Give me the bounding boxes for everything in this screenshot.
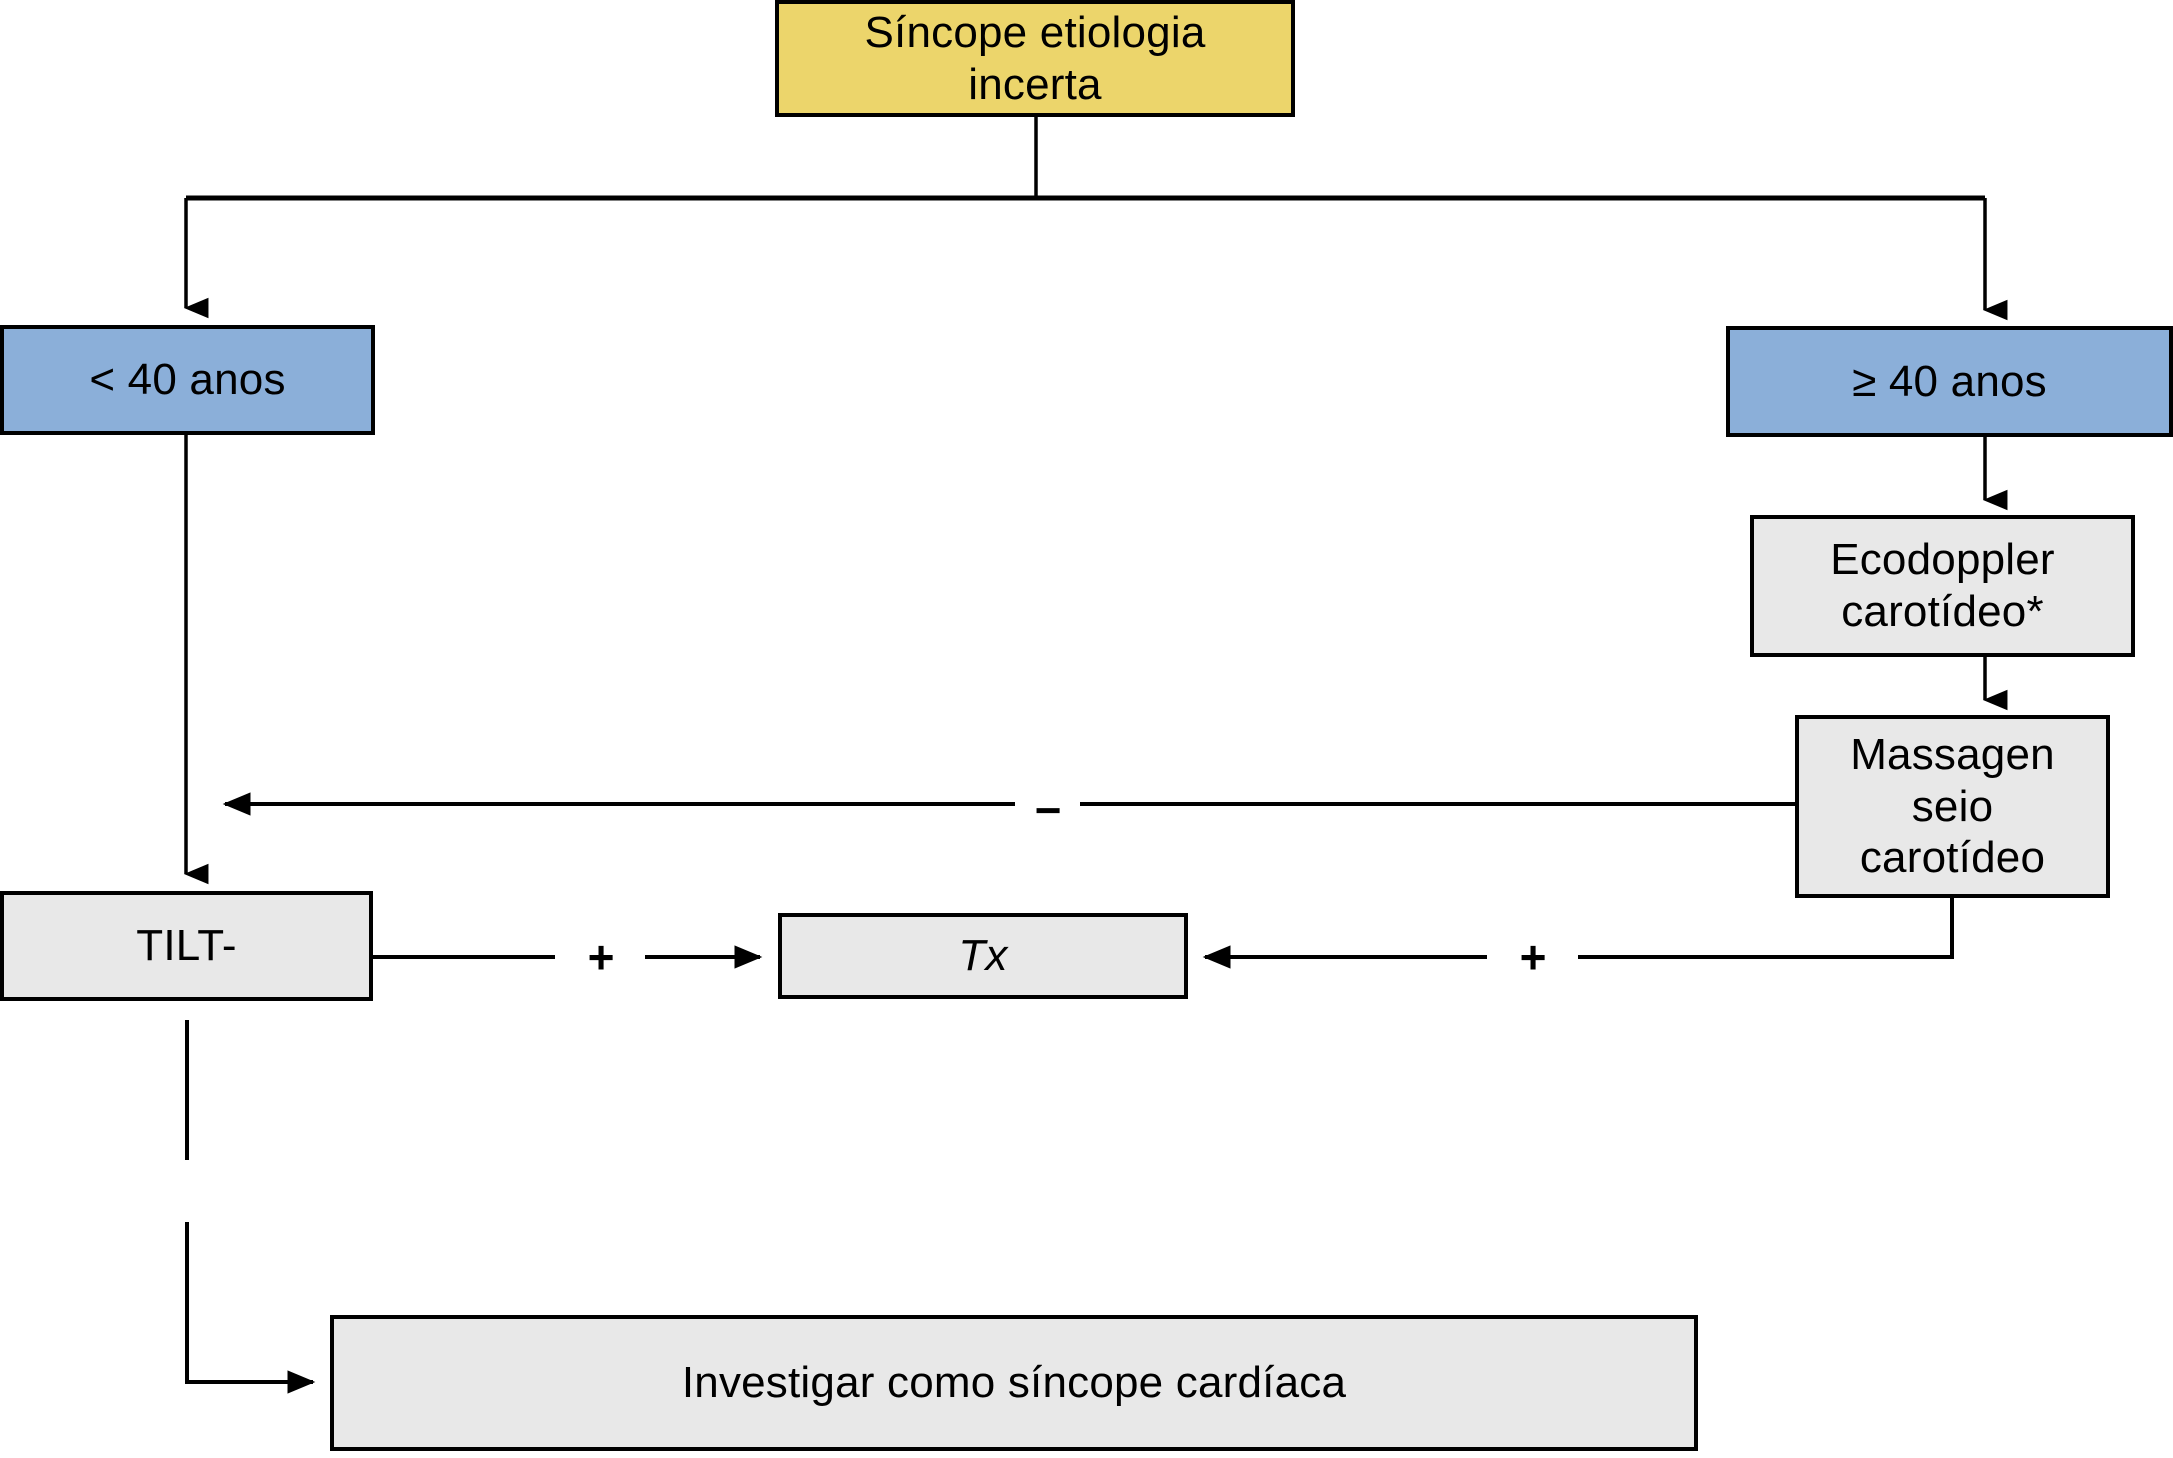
node-ecodoppler-carotideo[interactable]: Ecodoppler carotídeo*	[1750, 515, 2135, 657]
edge-label-positive-tilt: +	[587, 931, 615, 983]
edge-label-negative: −	[1034, 784, 1062, 836]
edge-label-positive-massagem: +	[1519, 931, 1547, 983]
node-tilt-negative[interactable]: TILT-	[0, 891, 373, 1001]
node-massagem-seio-carotideo[interactable]: Massagen seio carotídeo	[1795, 715, 2110, 898]
node-investigar-sincope-cardiaca[interactable]: Investigar como síncope cardíaca	[330, 1315, 1698, 1451]
edge-tilt-to-cardiaca-seg2	[185, 1222, 316, 1394]
edge-massagem-pos-seg1	[1578, 898, 1954, 959]
node-tx[interactable]: Tx	[778, 913, 1188, 999]
node-under-40-anos[interactable]: < 40 anos	[0, 325, 375, 435]
node-over-40-anos[interactable]: ≥ 40 anos	[1726, 326, 2173, 437]
node-sincope-etiologia-incerta[interactable]: Síncope etiologia incerta	[775, 0, 1295, 117]
